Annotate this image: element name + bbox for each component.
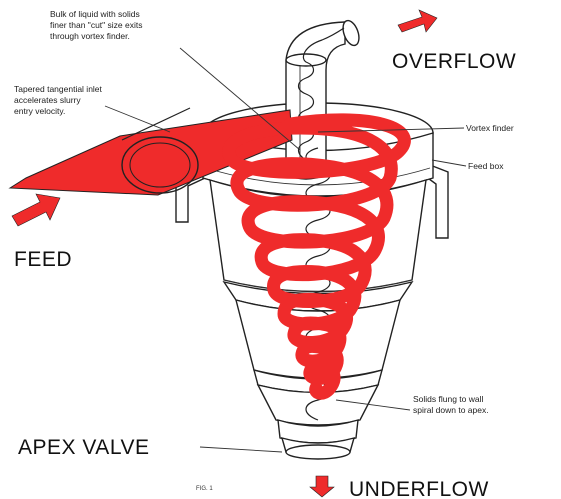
annotation-feed-box: Feed box [468, 161, 504, 171]
annotation-tapered-inlet-line-2: accelerates slurry [14, 95, 81, 105]
annotation-bulk-liquid-line-1: Bulk of liquid with solids [50, 9, 140, 19]
annotation-bulk-liquid-line-2: finer than "cut" size exits [50, 20, 143, 30]
annotation-bulk-liquid-line-3: through vortex finder. [50, 31, 130, 41]
annotation-tapered-inlet: Tapered tangential inlet accelerates slu… [14, 84, 103, 116]
underflow-arrow-icon [310, 476, 334, 497]
annotation-solids-flung: Solids flung to wall spiral down to apex… [413, 394, 489, 415]
annotation-vortex-finder: Vortex finder [466, 123, 514, 133]
annotation-tapered-inlet-line-3: entry velocity. [14, 106, 65, 116]
feed-label: FEED [14, 248, 72, 271]
apex-valve-body [278, 420, 358, 459]
figure-label: FIG. 1 [196, 486, 213, 492]
overflow-arrow-icon [398, 10, 437, 32]
annotation-tapered-inlet-line-1: Tapered tangential inlet [14, 84, 103, 94]
annotation-solids-flung-line-1: Solids flung to wall [413, 394, 484, 404]
apex-valve-label: APEX VALVE [18, 436, 149, 459]
feed-arrow-icon [12, 194, 60, 226]
underflow-label: UNDERFLOW [349, 478, 489, 499]
overflow-label: OVERFLOW [392, 50, 516, 73]
annotation-bulk-liquid: Bulk of liquid with solids finer than "c… [50, 9, 143, 41]
annotation-solids-flung-line-2: spiral down to apex. [413, 405, 489, 415]
